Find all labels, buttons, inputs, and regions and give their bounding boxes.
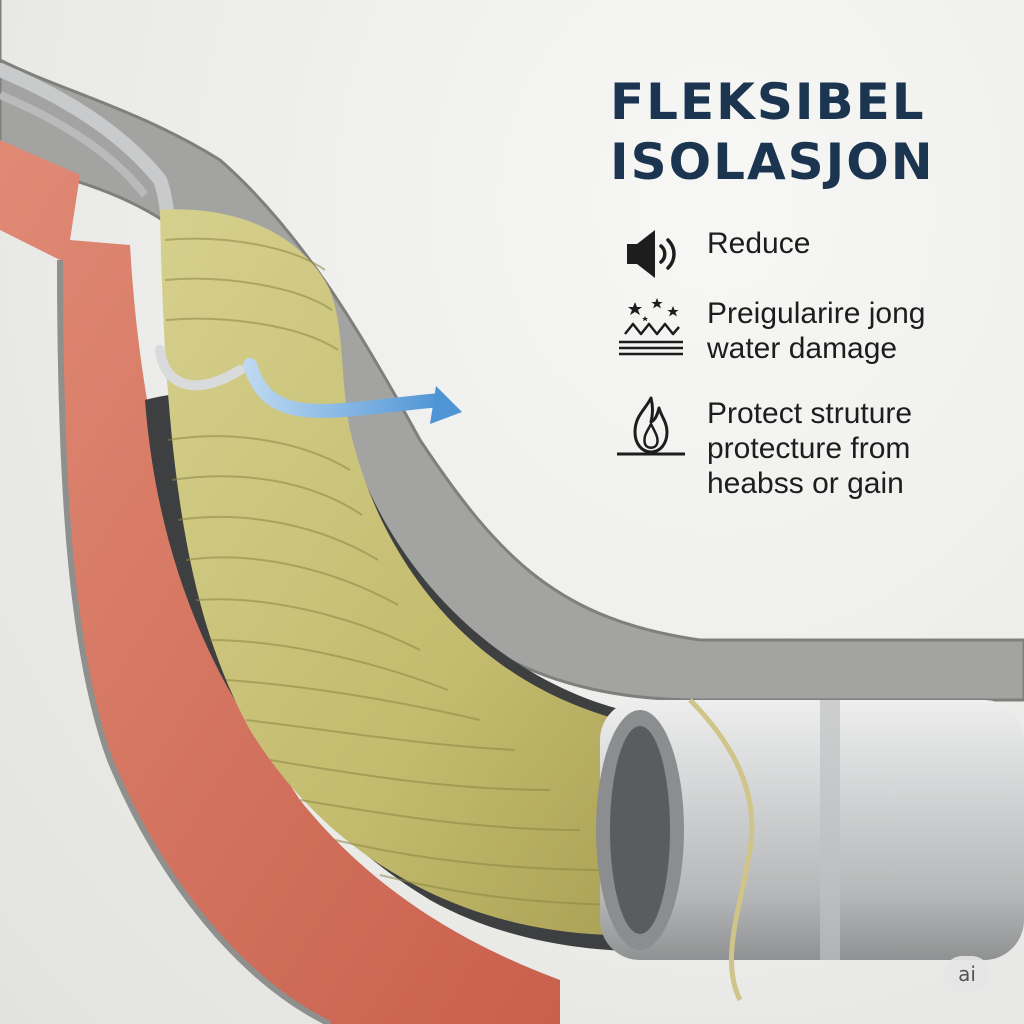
twine — [688, 698, 755, 1002]
benefit-item: Protect struture protecture from heabss … — [615, 394, 912, 501]
benefit-3-line-1: Protect struture — [707, 397, 913, 430]
page-title: FLEKSIBEL ISOLASJON — [610, 72, 935, 192]
benefit-3-line-3: heabss or gain — [707, 467, 904, 500]
benefit-item: Reduce — [615, 222, 810, 286]
benefit-item: Preigularire jong water damage — [615, 294, 925, 366]
water-stars-icon — [619, 298, 683, 356]
benefit-2-line-2: water damage — [707, 332, 898, 365]
brick-wall — [0, 140, 560, 1024]
benefit-3-line-2: protecture from — [707, 432, 911, 465]
flame-icon — [617, 396, 685, 456]
title-line-2: ISOLASJON — [610, 133, 935, 191]
speaker-icon — [627, 230, 676, 278]
insulation-wrap — [160, 209, 690, 936]
pipe — [600, 700, 1024, 960]
benefit-2-line-1: Preigularire jong — [707, 297, 926, 330]
benefit-1-line-1: Reduce — [707, 227, 811, 260]
airflow-arrow — [243, 358, 447, 418]
ai-badge: ai — [944, 956, 990, 992]
title-line-1: FLEKSIBEL — [610, 73, 926, 131]
